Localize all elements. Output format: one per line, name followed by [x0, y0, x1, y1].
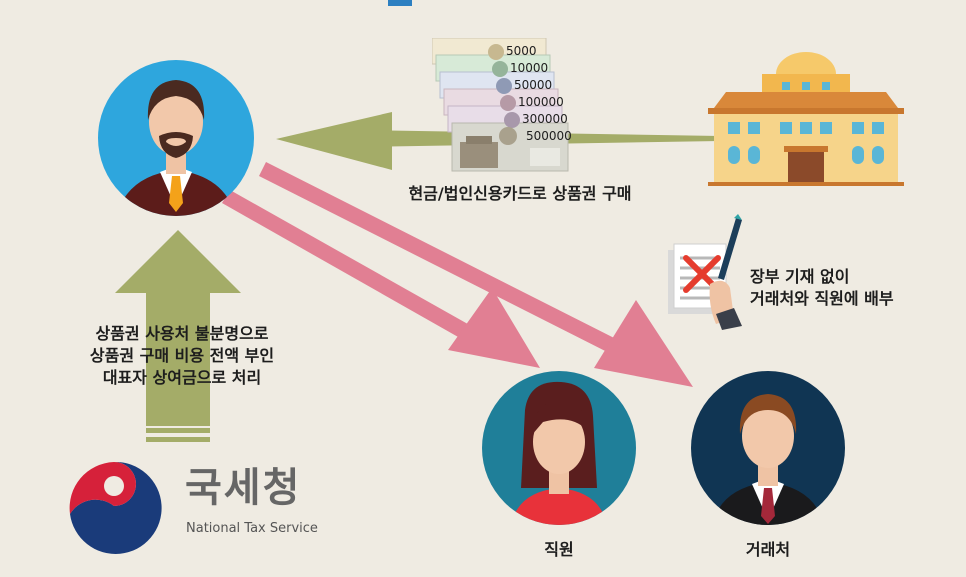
building-icon — [708, 52, 904, 186]
gift-value-100000: 100000 — [518, 95, 564, 109]
expense-line-2: 상품권 구매 비용 전액 부인 — [89, 346, 275, 365]
partner-label: 거래처 — [745, 540, 791, 559]
top-tab — [388, 0, 412, 6]
gift-value-10000: 10000 — [510, 61, 549, 75]
distribution-caption: 장부 기재 없이 거래처와 직원에 배부 — [750, 266, 894, 310]
ledger-document-icon — [668, 214, 742, 330]
logo-name-ko: 국세청 — [185, 465, 302, 511]
gift-value-5000: 5000 — [506, 44, 537, 58]
distribution-line-1: 장부 기재 없이 — [750, 267, 850, 286]
gift-value-300000: 300000 — [522, 112, 568, 126]
expense-line-3: 대표자 상여금으로 처리 — [102, 368, 262, 387]
employee-label: 직원 — [544, 540, 574, 559]
arrow-to-employee — [222, 190, 540, 368]
arrow-to-partner — [259, 162, 693, 387]
employee-avatar — [482, 371, 636, 525]
expense-line-1: 상품권 사용처 불분명으로 — [95, 324, 269, 343]
gift-value-500000: 500000 — [526, 129, 572, 143]
expense-caption: 상품권 사용처 불분명으로 상품권 구매 비용 전액 부인 대표자 상여금으로 … — [56, 323, 308, 389]
boss-avatar — [98, 60, 254, 216]
gift-value-50000: 50000 — [514, 78, 553, 92]
gift-certificate-stack: 5000 10000 50000 100000 300000 500000 — [432, 38, 582, 172]
distribution-line-2: 거래처와 직원에 배부 — [750, 289, 894, 308]
purchase-caption: 현금/법인신용카드로 상품권 구매 — [408, 184, 632, 203]
logo-name-en: National Tax Service — [186, 521, 318, 536]
partner-avatar — [691, 371, 845, 525]
arrow-expense-up — [115, 230, 241, 442]
nts-emblem-icon — [69, 461, 162, 554]
